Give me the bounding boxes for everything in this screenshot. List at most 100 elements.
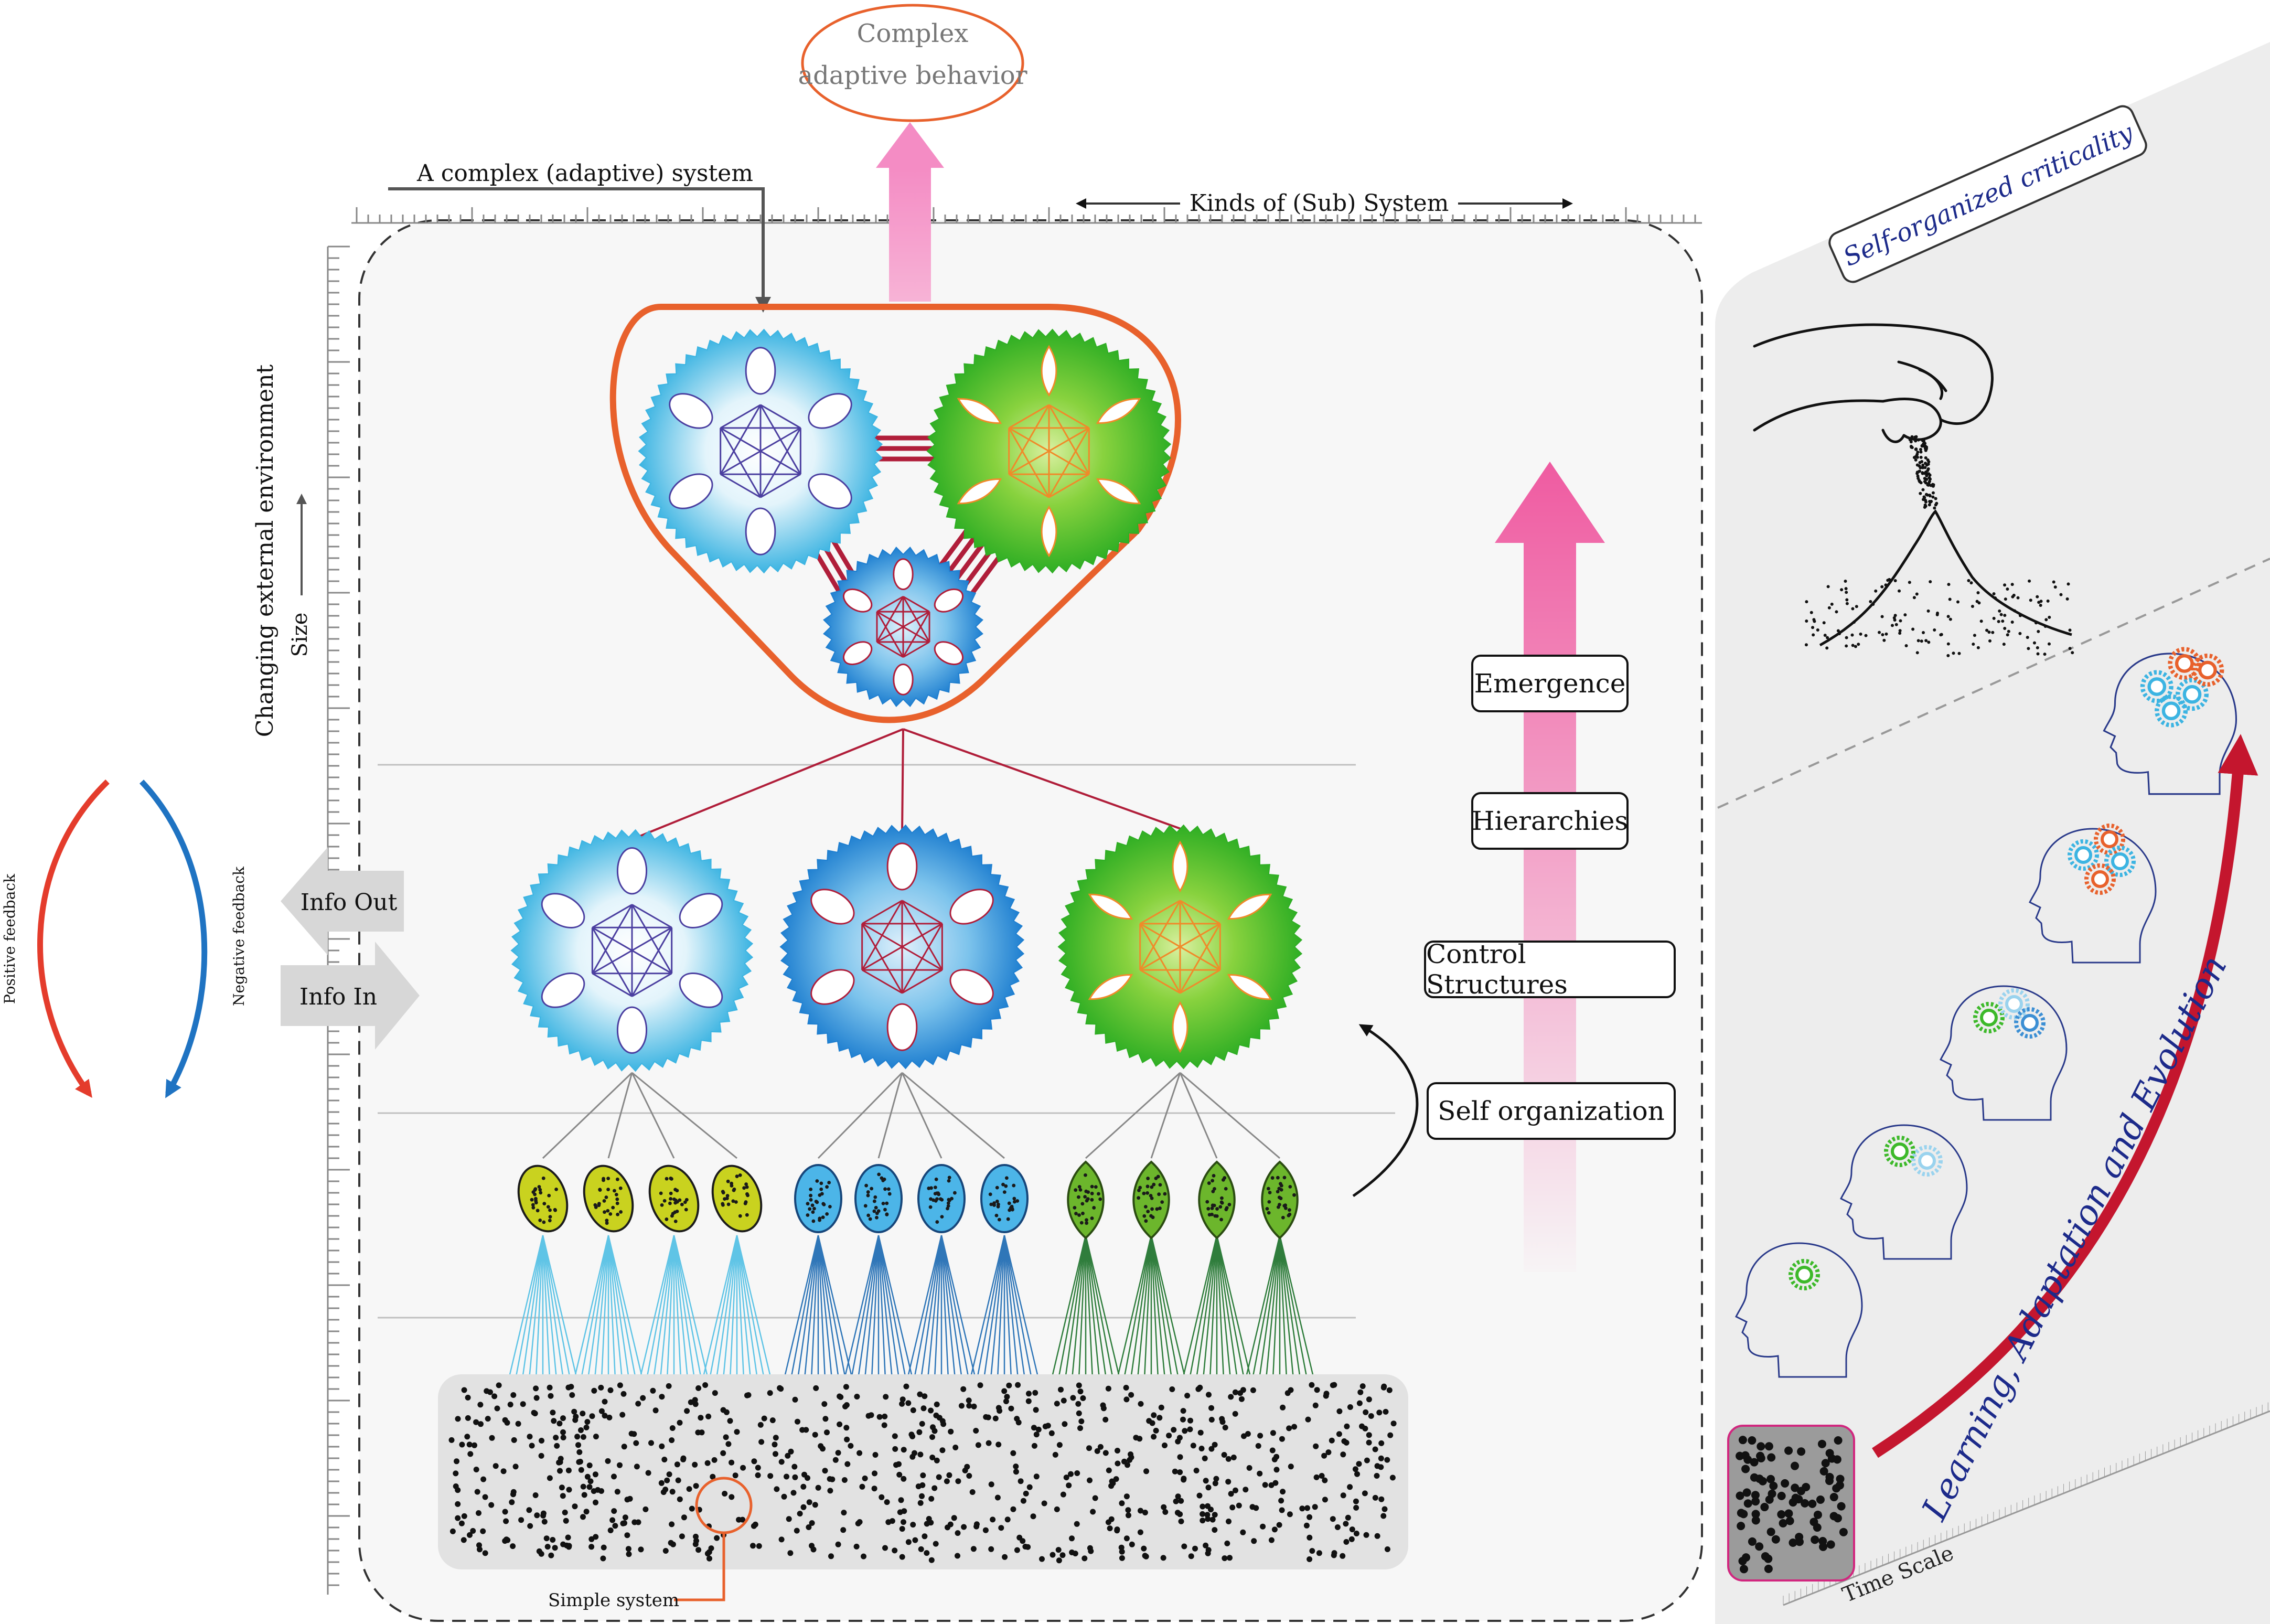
gear-petal bbox=[1088, 893, 1133, 920]
particle bbox=[1383, 1408, 1389, 1415]
particle bbox=[669, 1425, 676, 1431]
agent-dot bbox=[542, 1202, 547, 1206]
particle bbox=[1097, 1444, 1104, 1450]
particle bbox=[1141, 1545, 1147, 1552]
sand-grain bbox=[1899, 619, 1902, 623]
brain-gear bbox=[1998, 988, 2030, 1020]
particle bbox=[474, 1489, 480, 1495]
initial-dot bbox=[1751, 1491, 1760, 1500]
particle bbox=[843, 1384, 849, 1390]
particle bbox=[1344, 1423, 1350, 1429]
particle bbox=[769, 1417, 776, 1424]
particle bbox=[1119, 1500, 1125, 1507]
agent-sensor-line bbox=[1216, 1235, 1240, 1391]
brain-gear-core bbox=[2111, 852, 2129, 870]
agent-dot bbox=[665, 1217, 669, 1221]
particle bbox=[892, 1433, 898, 1439]
agent-dot bbox=[1219, 1217, 1223, 1222]
particle bbox=[510, 1491, 516, 1498]
particle bbox=[1382, 1506, 1388, 1512]
sand-grain bbox=[1893, 614, 1897, 617]
sand-grain bbox=[1886, 579, 1890, 582]
agent-dot bbox=[614, 1192, 618, 1196]
particle bbox=[1180, 1416, 1186, 1423]
brain-gear-ring bbox=[2068, 839, 2099, 871]
particle bbox=[928, 1557, 935, 1563]
agent-dot bbox=[946, 1201, 950, 1205]
agent-sensor-line bbox=[1003, 1235, 1042, 1391]
agent-dot bbox=[605, 1219, 609, 1223]
agent-sensor-line bbox=[585, 1235, 609, 1391]
gear-petal bbox=[842, 588, 873, 613]
particle bbox=[704, 1460, 711, 1466]
agent-dot bbox=[873, 1195, 877, 1199]
particle bbox=[778, 1386, 784, 1392]
head-profile bbox=[2103, 647, 2237, 795]
particle bbox=[666, 1383, 672, 1389]
particle bbox=[1020, 1498, 1026, 1504]
gear-petal bbox=[1227, 974, 1272, 1000]
particle bbox=[1063, 1475, 1069, 1481]
particle bbox=[772, 1441, 778, 1448]
sand-grain bbox=[1922, 495, 1926, 499]
particle bbox=[562, 1509, 568, 1515]
brain-gear bbox=[1789, 1259, 1820, 1290]
particle bbox=[1341, 1438, 1347, 1444]
sand-grain bbox=[1915, 592, 1919, 596]
sand-grain bbox=[1851, 607, 1855, 611]
agent-sensor-line bbox=[571, 1235, 609, 1391]
agent-dot bbox=[995, 1185, 999, 1190]
agent-sensor-line bbox=[1121, 1235, 1152, 1391]
agent-dot bbox=[608, 1212, 613, 1216]
agent-dot bbox=[1279, 1182, 1282, 1186]
agent-dot bbox=[1145, 1184, 1150, 1189]
sand-grain bbox=[2007, 629, 2010, 633]
sand-grain bbox=[1946, 642, 1950, 646]
particle bbox=[662, 1548, 669, 1554]
gear-petal bbox=[1088, 974, 1133, 1000]
sand-grain bbox=[1957, 651, 1961, 655]
brain-gear-ring bbox=[1911, 1145, 1943, 1177]
gear-network-edge bbox=[903, 641, 930, 658]
particle bbox=[832, 1457, 839, 1463]
particle bbox=[633, 1440, 639, 1446]
brain-gear-ring bbox=[1884, 1136, 1915, 1167]
particle bbox=[569, 1392, 575, 1398]
agent-dot bbox=[538, 1188, 542, 1192]
gear-network-edge bbox=[902, 969, 943, 994]
agent-dot bbox=[881, 1201, 885, 1205]
sand-grain bbox=[1924, 448, 1928, 452]
particle bbox=[480, 1476, 487, 1482]
particle bbox=[1171, 1427, 1177, 1433]
agent-dot bbox=[866, 1193, 870, 1198]
particle bbox=[1212, 1441, 1218, 1448]
particle bbox=[1205, 1503, 1211, 1509]
agent-dot bbox=[822, 1202, 826, 1206]
agent-dot bbox=[602, 1199, 606, 1203]
sand-grain bbox=[1912, 456, 1916, 460]
particle bbox=[1208, 1446, 1215, 1452]
agent-dot bbox=[548, 1219, 552, 1223]
gear-subsystem bbox=[638, 328, 883, 574]
initial-dot bbox=[1795, 1533, 1804, 1542]
head-profile bbox=[2028, 824, 2157, 964]
particle bbox=[755, 1472, 761, 1478]
agent-dot bbox=[1154, 1176, 1158, 1180]
particle bbox=[1250, 1387, 1256, 1393]
sand-grain bbox=[1915, 463, 1919, 467]
agent-dot bbox=[1157, 1192, 1161, 1196]
particle bbox=[533, 1385, 539, 1392]
particle bbox=[1056, 1557, 1062, 1564]
particle bbox=[679, 1533, 685, 1540]
particle bbox=[1212, 1512, 1218, 1518]
particle bbox=[554, 1443, 560, 1449]
particle bbox=[918, 1546, 924, 1552]
gear-network-edge bbox=[1008, 404, 1050, 429]
particle bbox=[565, 1534, 571, 1541]
particle bbox=[551, 1418, 557, 1424]
particle bbox=[1362, 1490, 1368, 1497]
particle bbox=[1125, 1462, 1130, 1468]
particle bbox=[538, 1452, 544, 1459]
particle bbox=[1314, 1387, 1320, 1393]
particle bbox=[598, 1384, 604, 1391]
